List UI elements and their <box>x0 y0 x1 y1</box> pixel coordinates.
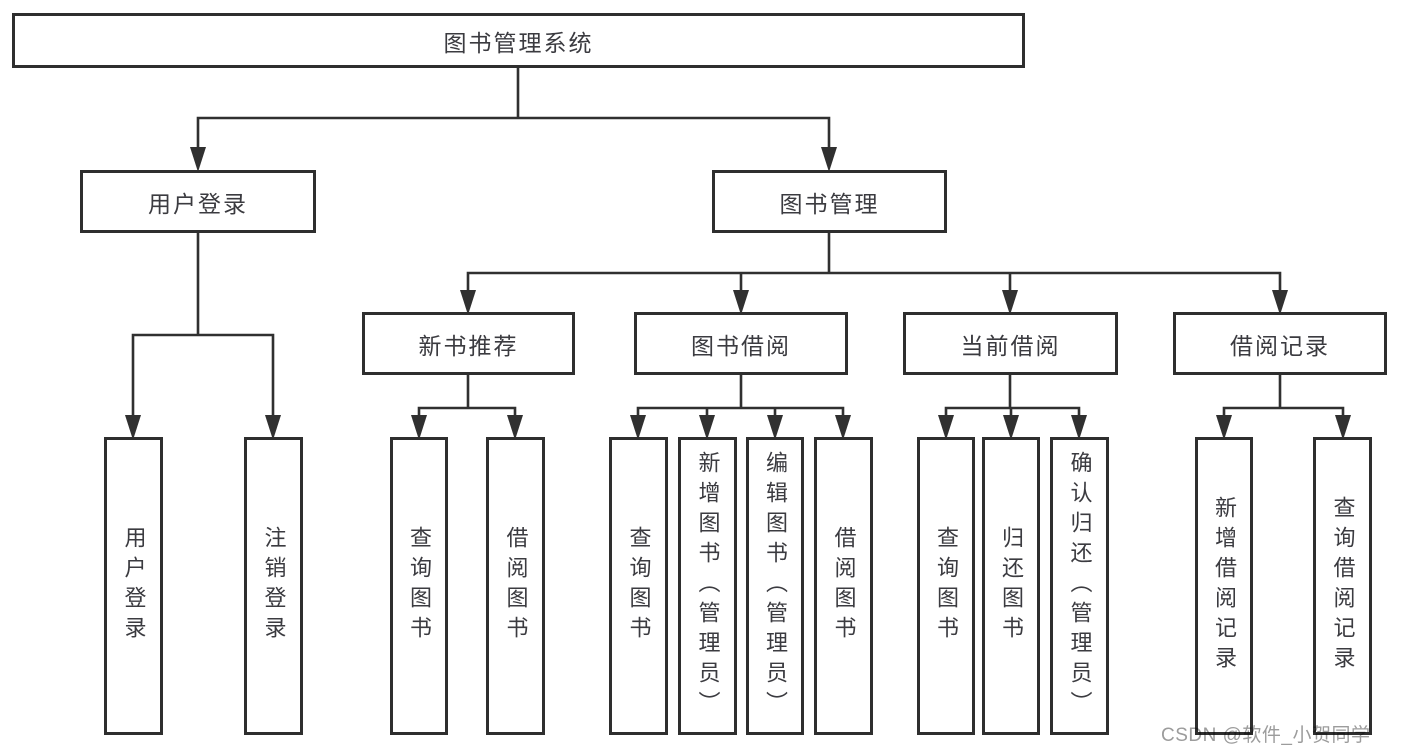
leaf-query-borrow-record: 查询借阅记录 <box>1313 437 1372 735</box>
node-current-borrow: 当前借阅 <box>903 312 1118 375</box>
node-root-system: 图书管理系统 <box>12 13 1025 68</box>
node-user-login-label: 用户登录 <box>148 190 248 217</box>
leaf-query-books-recommend: 查询图书 <box>390 437 448 735</box>
node-user-login: 用户登录 <box>80 170 316 233</box>
node-book-management-label: 图书管理 <box>779 190 880 217</box>
connector-book-management-to-level2 <box>460 231 1288 315</box>
leaf-query-books-current: 查询图书 <box>917 437 975 735</box>
leaf-query-books-borrow-label: 查询图书 <box>626 526 652 646</box>
leaf-logout-label: 注销登录 <box>261 526 287 646</box>
leaf-user-login-label: 用户登录 <box>121 526 147 646</box>
connector-borrow-record-to-leaves <box>1216 373 1351 440</box>
leaf-query-books-borrow: 查询图书 <box>609 437 668 735</box>
node-borrow-record: 借阅记录 <box>1173 312 1387 375</box>
leaf-edit-books-admin-label: 编辑图书（管理员） <box>763 451 788 721</box>
node-book-borrow: 图书借阅 <box>634 312 848 375</box>
leaf-user-login: 用户登录 <box>104 437 163 735</box>
node-book-management: 图书管理 <box>712 170 947 233</box>
leaf-edit-books-admin: 编辑图书（管理员） <box>746 437 804 735</box>
leaf-query-books-current-label: 查询图书 <box>934 526 959 646</box>
leaf-return-books-label: 归还图书 <box>999 526 1024 646</box>
leaf-borrow-books-label: 借阅图书 <box>831 526 857 646</box>
connector-root-to-level1 <box>190 66 837 172</box>
leaf-return-books: 归还图书 <box>982 437 1040 735</box>
node-new-book-recommend-label: 新书推荐 <box>418 332 519 359</box>
csdn-watermark: CSDN @软件_小贺同学 <box>1161 725 1371 746</box>
node-root-label: 图书管理系统 <box>443 29 594 56</box>
leaf-logout: 注销登录 <box>244 437 303 735</box>
node-book-borrow-label: 图书借阅 <box>691 332 791 359</box>
leaf-query-books-recommend-label: 查询图书 <box>407 526 432 646</box>
node-new-book-recommend: 新书推荐 <box>362 312 575 375</box>
leaf-add-borrow-record-label: 新增借阅记录 <box>1212 496 1237 676</box>
leaf-borrow-books-recommend-label: 借阅图书 <box>503 526 529 646</box>
leaf-confirm-return-admin-label: 确认归还（管理员） <box>1067 451 1093 721</box>
leaf-query-borrow-record-label: 查询借阅记录 <box>1330 496 1356 676</box>
leaf-add-books-admin: 新增图书（管理员） <box>678 437 737 735</box>
leaf-confirm-return-admin: 确认归还（管理员） <box>1050 437 1109 735</box>
leaf-borrow-books-recommend: 借阅图书 <box>486 437 545 735</box>
connector-current-borrow-to-leaves <box>938 373 1087 440</box>
leaf-borrow-books: 借阅图书 <box>814 437 873 735</box>
connector-new-book-recommend-to-leaves <box>411 373 523 440</box>
leaf-add-borrow-record: 新增借阅记录 <box>1195 437 1253 735</box>
connector-book-borrow-to-leaves <box>630 373 851 440</box>
node-borrow-record-label: 借阅记录 <box>1230 332 1330 359</box>
connector-user-login-to-leaves <box>125 231 281 440</box>
node-current-borrow-label: 当前借阅 <box>960 332 1061 359</box>
leaf-add-books-admin-label: 新增图书（管理员） <box>695 451 721 721</box>
